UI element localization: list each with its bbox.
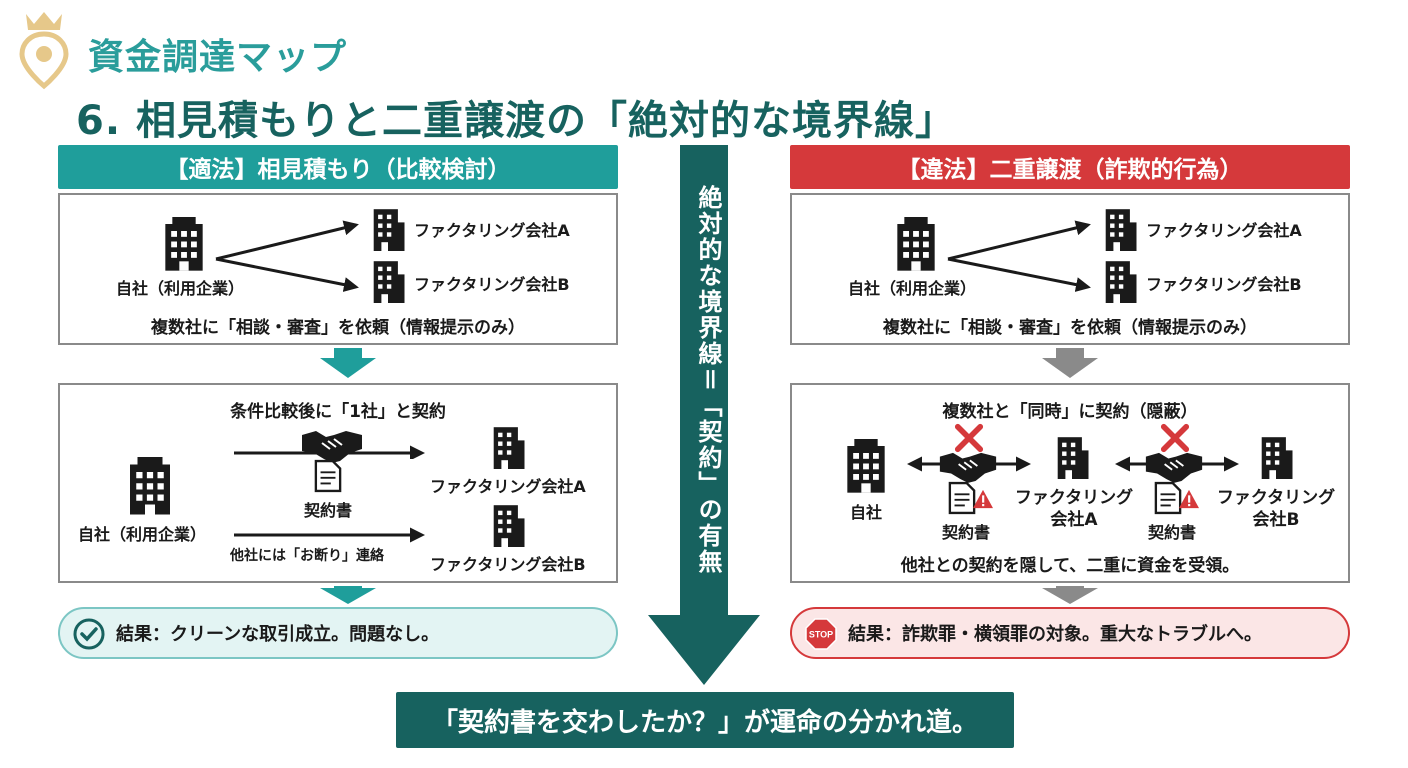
consultation-caption: 複数社に「相談・審査」を依頼（情報提示のみ）: [151, 318, 525, 338]
company-b-building-icon: [490, 503, 526, 547]
company-a-label: ファクタリング会社A: [1146, 221, 1302, 240]
checkmark-circle-icon: [73, 618, 105, 650]
self-company-label: 自社（利用企業）: [78, 525, 207, 544]
concealment-caption: 他社との契約を隠して、二重に資金を受領。: [900, 556, 1240, 576]
company-a-label: ファクタリング会社A: [430, 477, 586, 496]
self-company-building-icon: [888, 217, 944, 273]
decline-arrow: [234, 527, 425, 543]
company-a-building-icon: [490, 425, 526, 469]
inquiry-arrows: [947, 220, 1091, 293]
decline-label: 他社には「お断り」連絡: [230, 548, 384, 564]
self-company-label: 自社（利用企業）: [116, 279, 245, 298]
self-company-label: 自社: [850, 503, 883, 522]
illegal-section-heading: 【違法】二重譲渡（詐欺的行為）: [790, 145, 1350, 189]
company-b-label: ファクタリング会社B: [1146, 275, 1302, 294]
page-title: 6. 相見積もりと二重譲渡の「絶対的な境界線」: [76, 98, 956, 144]
map-pin-crown-logo: [16, 10, 72, 90]
down-arrow-icon: [1042, 348, 1098, 378]
down-arrow-icon: [1042, 586, 1098, 604]
company-a-building-icon: [370, 207, 406, 251]
company-b-building-icon: [1102, 259, 1138, 303]
contract-document-icon: [314, 459, 342, 493]
company-b-building-icon: [370, 259, 406, 303]
self-company-building-icon: [120, 457, 180, 517]
company-b-label: ファクタリング会社B: [430, 555, 586, 574]
handshake-icon: [938, 447, 998, 485]
illegal-result-text: 結果：詐欺罪・横領罪の対象。重大なトラブルへ。: [848, 624, 1262, 645]
down-arrow-icon: [320, 586, 376, 604]
conclusion-banner: 「契約書を交わしたか？」が運命の分かれ道。: [396, 692, 1014, 748]
legal-contract-panel: 条件比較後に「1社」と契約 自社（利用企業） 契約書 他社には「お断り」連絡 フ…: [58, 383, 618, 583]
self-company-label: 自社（利用企業）: [848, 279, 977, 298]
contract-label: 契約書: [1148, 523, 1197, 542]
brand-name: 資金調達マップ: [88, 37, 348, 78]
company-b-label: ファクタリング会社B: [414, 275, 570, 294]
company-b-label-line1: ファクタリング: [1216, 488, 1336, 508]
self-company-building-icon: [156, 217, 212, 273]
down-arrow-icon: [320, 348, 376, 378]
handshake-icon: [1144, 447, 1204, 485]
legal-section-heading: 【適法】相見積もり（比較検討）: [58, 145, 618, 189]
consultation-caption: 複数社に「相談・審査」を依頼（情報提示のみ）: [883, 318, 1257, 338]
self-company-building-icon: [838, 439, 894, 495]
company-b-label-line2: 会社B: [1252, 510, 1300, 530]
company-a-label: ファクタリング会社A: [414, 221, 570, 240]
contract-label: 契約書: [304, 501, 353, 520]
illegal-result-pill: STOP 結果：詐欺罪・横領罪の対象。重大なトラブルへ。: [790, 607, 1350, 659]
legal-consultation-panel: 自社（利用企業） ファクタリング会社A ファクタリング会社B 複数社に「相談・審…: [58, 193, 618, 345]
center-divider-arrow: [648, 145, 760, 685]
illegal-contract-panel: 複数社と「同時」に契約（隠蔽） 自社 契約書 ファクタリング 会社A 契約書 フ…: [790, 383, 1350, 583]
company-b-building-icon: [1258, 435, 1294, 479]
boundary-label: 絶対的な境界線＝「契約」の有無: [694, 185, 722, 575]
warning-icon: [972, 489, 994, 509]
stop-sign-icon: STOP: [805, 618, 837, 650]
single-contract-title: 条件比較後に「1社」と契約: [230, 402, 446, 422]
company-a-label-line1: ファクタリング: [1014, 488, 1134, 508]
company-a-label-line2: 会社A: [1050, 510, 1098, 530]
inquiry-arrows: [215, 220, 359, 293]
company-a-building-icon: [1102, 207, 1138, 251]
warning-icon: [1178, 489, 1200, 509]
legal-result-pill: 結果：クリーンな取引成立。問題なし。: [58, 607, 618, 659]
company-a-building-icon: [1054, 435, 1090, 479]
contract-label: 契約書: [942, 523, 991, 542]
double-contract-title: 複数社と「同時」に契約（隠蔽）: [942, 402, 1198, 422]
legal-result-text: 結果：クリーンな取引成立。問題なし。: [116, 624, 440, 645]
illegal-consultation-panel: 自社（利用企業） ファクタリング会社A ファクタリング会社B 複数社に「相談・審…: [790, 193, 1350, 345]
stop-sign-text: STOP: [809, 630, 833, 640]
